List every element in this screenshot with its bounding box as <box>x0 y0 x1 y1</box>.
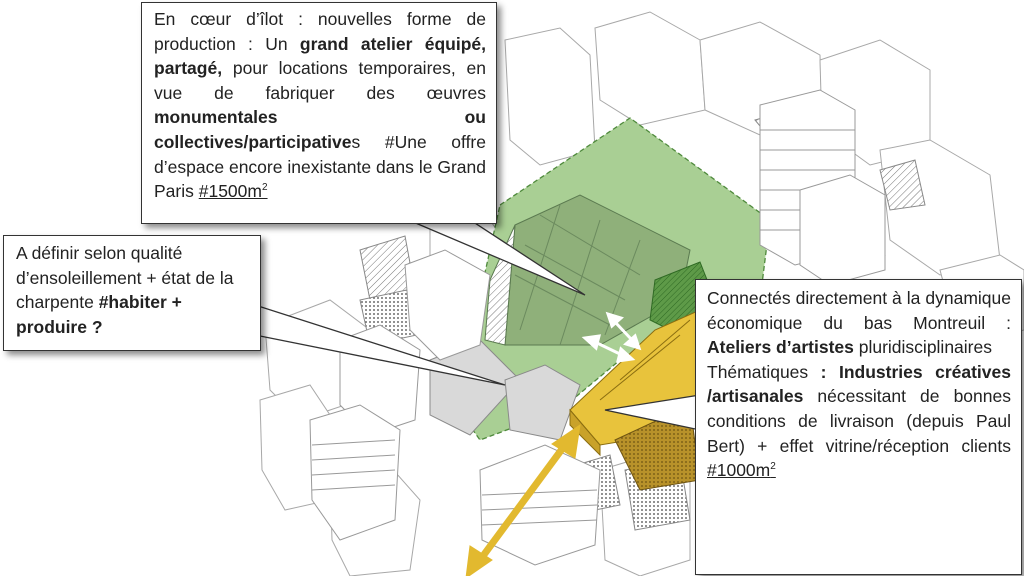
bold-text: monumentales ou collectives/participativ… <box>154 107 486 152</box>
bold-text: Ateliers d’artistes <box>707 337 854 358</box>
text: En cœur d’îlot : nouvelles forme de prod… <box>154 9 486 54</box>
area-tag: #1000m2 <box>707 460 776 480</box>
text: Connectés directement à la dynamique éco… <box>707 288 1011 333</box>
hatched-roof <box>879 159 926 211</box>
white-arrow <box>613 320 634 342</box>
text: A définir selon qualité d’ensoleillement… <box>16 243 234 313</box>
callout-shared-workshop: En cœur d’îlot : nouvelles forme de prod… <box>141 2 497 224</box>
text: s #Une offre d’espace encore inexistante… <box>154 131 486 202</box>
yellow-access-arrow <box>465 423 581 576</box>
text: pour locations temporaires, en vue de fa… <box>154 58 486 103</box>
white-arrows <box>581 311 642 363</box>
area-value: #1000m <box>707 460 771 481</box>
text: nécessitant de bonnes conditions de livr… <box>707 386 1011 456</box>
callout-right-text-1: Connectés directement à la dynamique éco… <box>707 286 1011 360</box>
superscript: 2 <box>261 182 268 194</box>
context-building <box>504 27 596 166</box>
area-value: #1500m <box>198 181 262 202</box>
front-building <box>479 444 601 566</box>
bold-text: #habiter + produire ? <box>16 292 182 337</box>
text: Thématiques <box>707 361 821 382</box>
bold-text: : Industries créatives /artisanales <box>707 361 1011 407</box>
callout-housing-production: A définir selon qualité d’ensoleillement… <box>3 235 261 351</box>
tall-building-right <box>759 89 886 286</box>
callout-top-text: En cœur d’îlot : nouvelles forme de prod… <box>154 7 486 204</box>
bold-text: grand atelier équipé, partagé, <box>154 33 486 79</box>
text: pluridisciplinaires <box>853 337 992 358</box>
context-building <box>594 11 706 126</box>
area-tag: #1500m2 <box>199 181 268 201</box>
callout-left-text: A définir selon qualité d’ensoleillement… <box>16 241 250 339</box>
grey-blocks <box>429 339 581 441</box>
callout-artist-workshops: Connectés directement à la dynamique éco… <box>695 279 1022 575</box>
callout-right-text-2: Thématiques : Industries créatives /arti… <box>707 360 1011 483</box>
white-arrow <box>594 340 623 357</box>
superscript: 2 <box>770 461 776 473</box>
